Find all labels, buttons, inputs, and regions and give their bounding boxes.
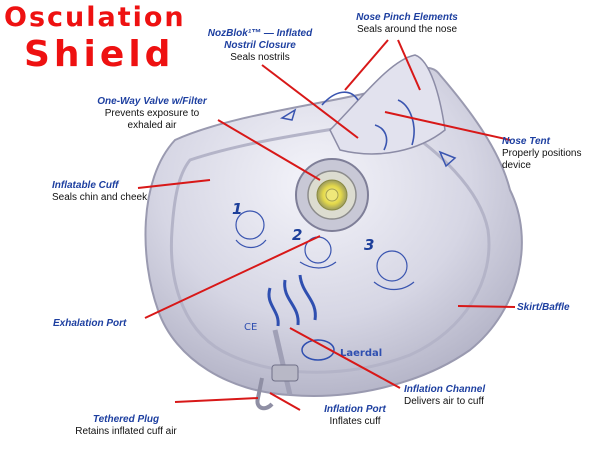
label-inflatable-cuff: Inflatable Cuff Seals chin and cheek	[52, 180, 148, 203]
label-inflation-channel: Inflation Channel Delivers air to cuff	[404, 384, 486, 407]
step-number: 1	[232, 200, 242, 218]
exhalation-port	[267, 274, 317, 327]
label-tethered-plug: Tethered Plug Retains inflated cuff air	[75, 414, 177, 437]
label-one-way-valve: One-Way Valve w/Filter Prevents exposure…	[97, 96, 207, 131]
label-exhalation-port: Exhalation Port	[53, 318, 127, 329]
nose-pinch-outline	[321, 91, 415, 151]
inflation-port	[271, 364, 299, 382]
brand-text: Laerdal	[340, 348, 382, 359]
label-skirt-baffle: Skirt/Baffle	[517, 302, 570, 313]
label-nose-tent: Nose Tent Properly positions device	[502, 136, 582, 171]
step-number: 3	[364, 236, 374, 254]
usage-icons	[235, 210, 415, 291]
label-nose-pinch: Nose Pinch Elements Seals around the nos…	[356, 12, 458, 35]
leader-lines	[137, 39, 516, 411]
title-line-1: Osculation	[4, 2, 186, 33]
title-line-2: Shield	[24, 34, 175, 75]
label-inflation-port: Inflation Port Inflates cuff	[324, 404, 386, 427]
ce-mark: CE	[244, 322, 257, 333]
label-nozblok: NozBlok¹™ — Inflated Nostril Closure Sea…	[207, 28, 313, 63]
brand-logo	[301, 339, 335, 361]
step-number: 2	[292, 226, 302, 244]
valve-center	[325, 188, 339, 202]
nose-tent-arrow	[438, 150, 457, 168]
nose-tent-arrow	[279, 108, 297, 121]
inflation-channel	[272, 329, 293, 396]
